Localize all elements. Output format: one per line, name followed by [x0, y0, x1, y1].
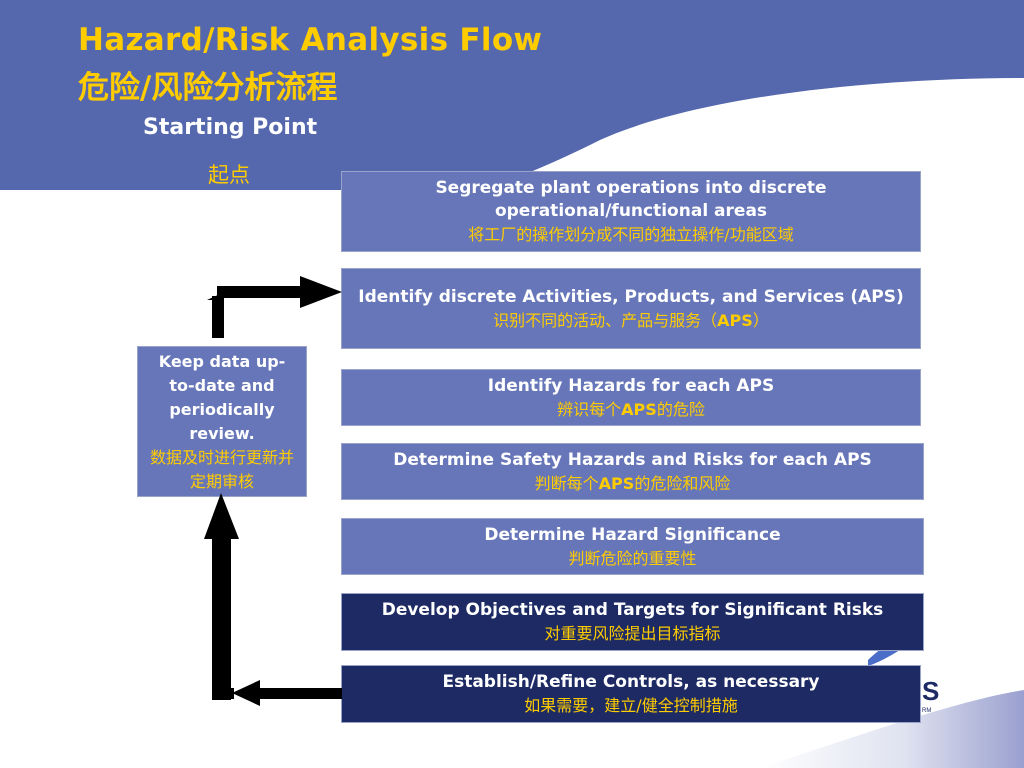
slide-title-chinese: 危险/风险分析流程: [78, 70, 338, 106]
svg-text:S: S: [922, 676, 939, 706]
flow-step-hazard-significance: Determine Hazard Significance 判断危险的重要性: [341, 518, 924, 575]
starting-point-label: Starting Point: [143, 115, 318, 140]
review-label-chinese: 数据及时进行更新并定期审核: [149, 447, 294, 491]
step-label-english: Identify discrete Activities, Products, …: [358, 286, 904, 307]
step-label-chinese: 判断危险的重要性: [568, 548, 697, 568]
step-label-chinese: 识别不同的活动、产品与服务（APS）: [493, 310, 769, 330]
review-label-english: Keep data up-to-date and periodically re…: [158, 351, 286, 443]
step-label-english: Identify Hazards for each APS: [487, 375, 775, 396]
step-label-english: Develop Objectives and Targets for Signi…: [381, 600, 884, 620]
step-label-english: Determine Hazard Significance: [484, 524, 781, 545]
step-label-chinese: 判断每个APS的危险和风险: [534, 473, 731, 493]
step-label-english: Segregate plant operations into discrete…: [435, 178, 827, 221]
flow-step-segregate-operations: Segregate plant operations into discrete…: [341, 171, 921, 252]
step-label-chinese: 如果需要，建立/健全控制措施: [524, 696, 738, 715]
svg-text:RM: RM: [922, 708, 931, 714]
header-band: [0, 0, 1024, 190]
step-label-english: Establish/Refine Controls, as necessary: [442, 672, 820, 692]
starting-point-label-chinese: 起点: [208, 163, 250, 187]
step-label-english: Determine Safety Hazards and Risks for e…: [393, 449, 872, 470]
slide-title-english: Hazard/Risk Analysis Flow: [78, 22, 543, 58]
bottom-swoosh: [760, 690, 1024, 768]
step-label-chinese: 辨识每个APS的危险: [557, 399, 705, 419]
flow-step-determine-hazards-risks: Determine Safety Hazards and Risks for e…: [341, 443, 924, 500]
flow-step-establish-controls: Establish/Refine Controls, as necessary …: [341, 665, 921, 723]
step-label-chinese: 对重要风险提出目标指标: [544, 624, 721, 643]
flow-step-objectives-targets: Develop Objectives and Targets for Signi…: [341, 593, 924, 651]
step-label-chinese: 将工厂的操作划分成不同的独立操作/功能区域: [468, 225, 794, 244]
flow-step-identify-hazards: Identify Hazards for each APS 辨识每个APS的危险: [341, 369, 921, 426]
flow-step-identify-aps: Identify discrete Activities, Products, …: [341, 268, 921, 349]
review-box: Keep data up-to-date and periodically re…: [137, 346, 307, 497]
